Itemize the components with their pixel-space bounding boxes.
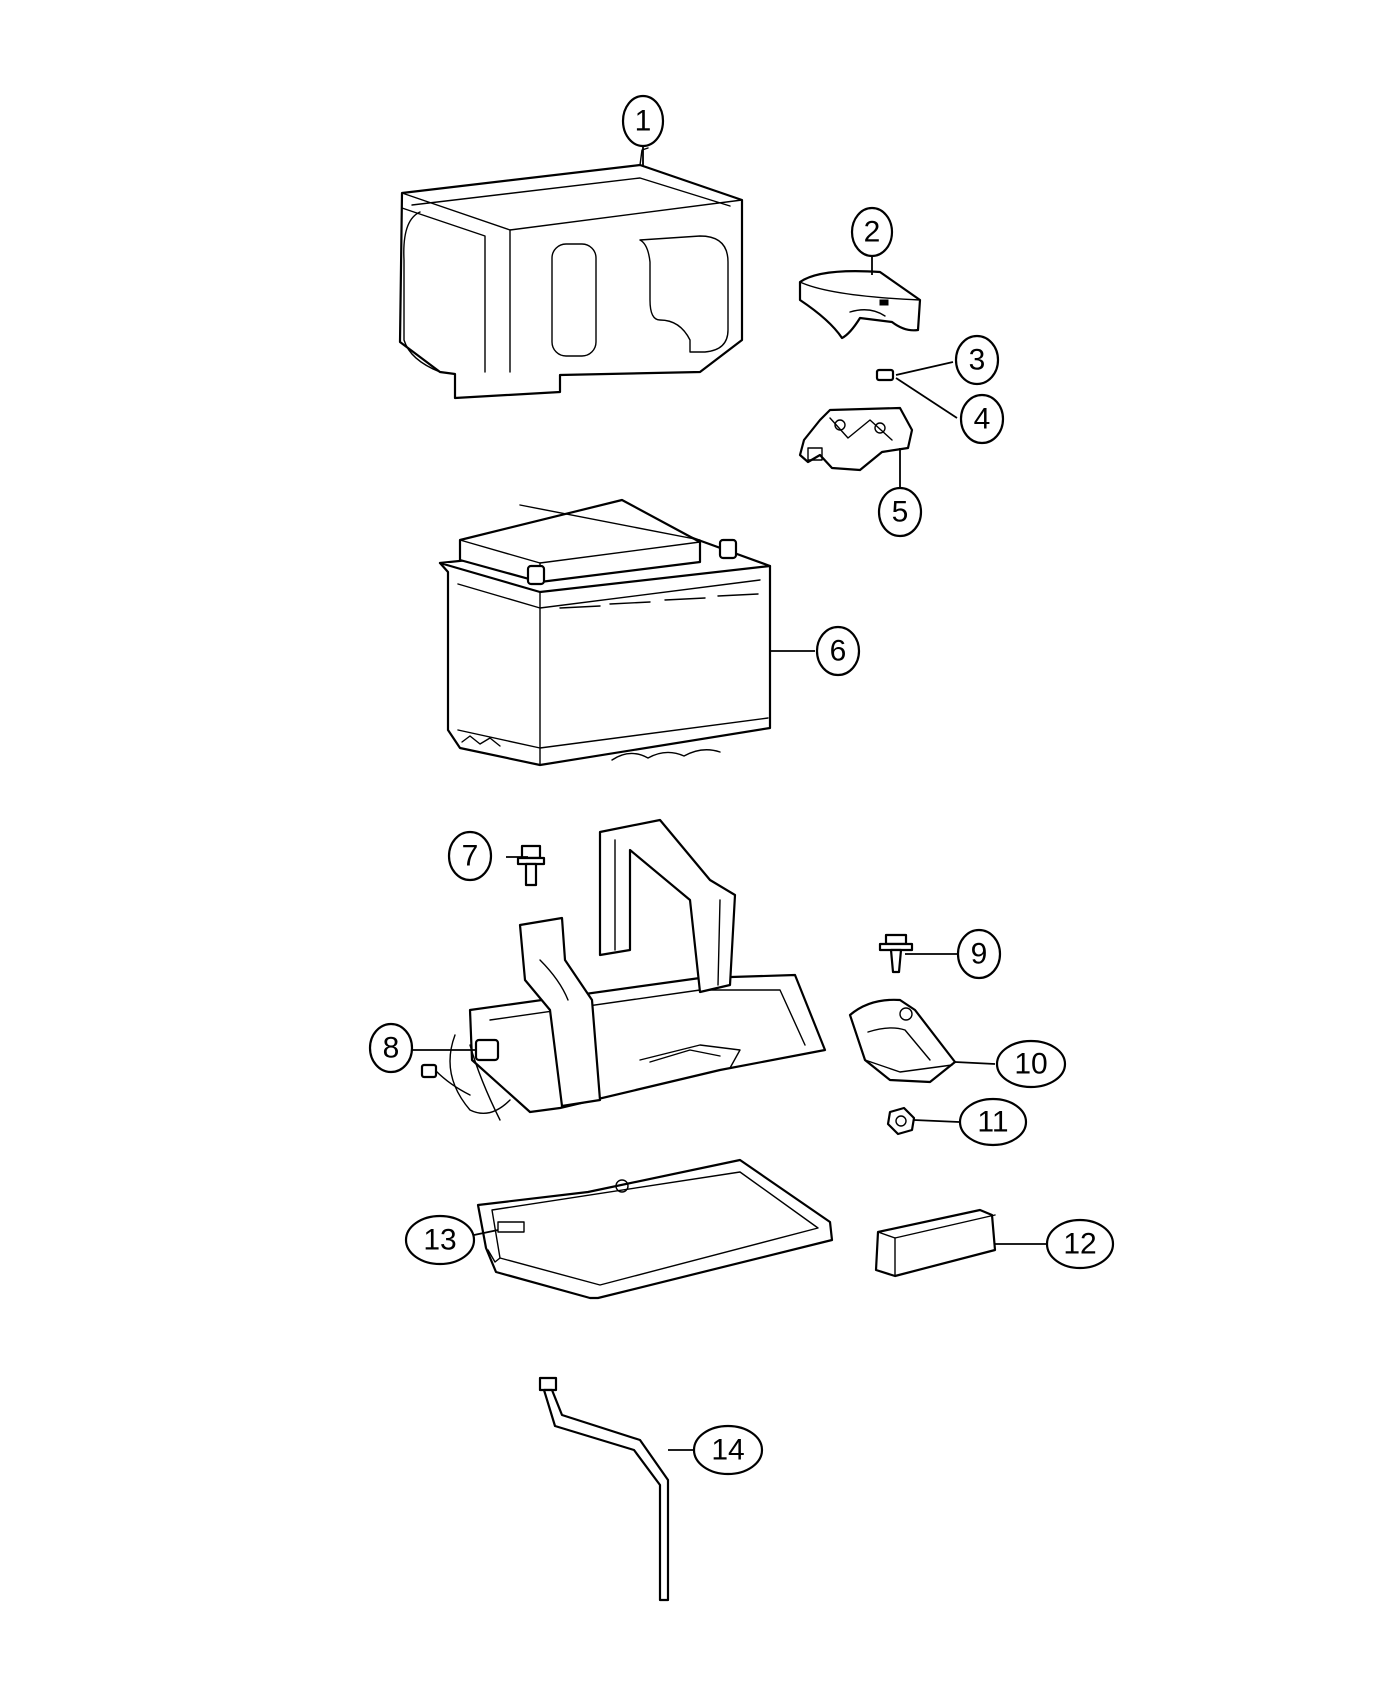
part-10-bracket xyxy=(848,998,957,1084)
part-11-nut xyxy=(886,1106,916,1136)
leader-lines xyxy=(413,146,1046,1451)
callout-7: 7 xyxy=(447,830,493,882)
callout-8-label: 8 xyxy=(383,1032,400,1065)
callout-13: 13 xyxy=(404,1214,476,1266)
callout-6: 6 xyxy=(815,625,861,677)
part-6-battery xyxy=(438,498,772,767)
callout-6-label: 6 xyxy=(830,635,847,668)
callout-3: 3 xyxy=(954,334,1000,386)
part-9-screw xyxy=(878,933,914,974)
callout-2: 2 xyxy=(850,206,894,258)
callout-1-label: 1 xyxy=(635,105,652,138)
part-5-terminal-block xyxy=(798,406,914,472)
callout-13-label: 13 xyxy=(423,1224,456,1257)
part-3-4-clip xyxy=(875,368,895,382)
callout-3-label: 3 xyxy=(969,344,986,377)
callout-10-label: 10 xyxy=(1014,1048,1047,1081)
callout-10: 10 xyxy=(995,1039,1067,1089)
callout-1: 1 xyxy=(621,94,665,148)
part-14-vent-tube xyxy=(538,1376,670,1602)
callout-11-label: 11 xyxy=(977,1106,1008,1139)
callout-4-label: 4 xyxy=(974,403,991,436)
callout-9-label: 9 xyxy=(971,938,988,971)
callout-7-label: 7 xyxy=(462,840,479,873)
callout-12: 12 xyxy=(1045,1218,1115,1270)
callout-11: 11 xyxy=(958,1097,1028,1147)
callout-9: 9 xyxy=(956,928,1002,980)
part-8-battery-tray xyxy=(420,818,827,1121)
part-1-battery-insulator xyxy=(398,147,744,400)
callout-5: 5 xyxy=(877,486,923,538)
callout-2-label: 2 xyxy=(864,216,881,249)
part-13-tray-liner xyxy=(476,1158,834,1300)
callout-8: 8 xyxy=(368,1022,414,1074)
callout-5-label: 5 xyxy=(892,496,909,529)
callout-12-label: 12 xyxy=(1063,1228,1096,1261)
callout-4: 4 xyxy=(959,393,1005,445)
callout-14-label: 14 xyxy=(711,1434,744,1467)
part-7-bolt xyxy=(516,844,546,887)
part-12-cover-strip xyxy=(874,1208,997,1278)
callout-14: 14 xyxy=(692,1424,764,1476)
part-2-terminal-cover xyxy=(798,270,922,340)
